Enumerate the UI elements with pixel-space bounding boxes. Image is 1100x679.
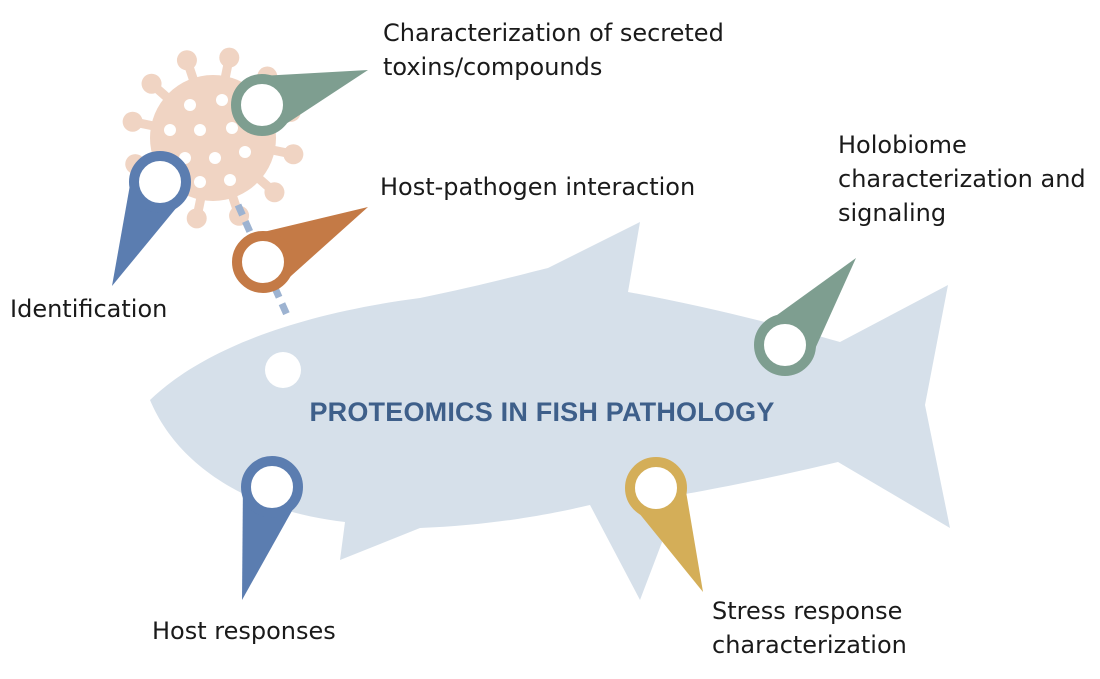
host-responses-pin-icon: [241, 456, 303, 600]
holobiome-pin-icon: [754, 258, 856, 376]
pin-ring: [129, 151, 191, 213]
pin-ring: [241, 456, 303, 518]
fish-body: [150, 222, 950, 600]
pin-ring: [625, 457, 687, 519]
virus-spike-knob: [186, 208, 207, 229]
label-host-pathogen: Host-pathogen interaction: [380, 170, 695, 204]
virus-spot: [194, 124, 206, 136]
virus-spot: [216, 94, 228, 106]
fish-eye: [265, 352, 301, 388]
pin-ring: [231, 74, 293, 136]
label-toxins: Characterization of secreted toxins/comp…: [383, 16, 724, 84]
label-holobiome: Holobiome characterization and signaling: [838, 128, 1086, 230]
virus-spike-knob: [283, 144, 304, 165]
diagram-title-text: PROTEOMICS IN FISH PATHOLOGY: [309, 397, 775, 427]
label-holobiome-line1: Holobiome: [838, 131, 967, 159]
label-host-responses-text: Host responses: [152, 617, 336, 645]
label-identification-text: Identification: [10, 295, 168, 323]
fish-silhouette: [150, 222, 950, 600]
pin-ring: [232, 231, 294, 293]
label-toxins-line2: toxins/compounds: [383, 53, 603, 81]
label-holobiome-line3: signaling: [838, 199, 947, 227]
host-pathogen-pin-icon: [232, 207, 368, 293]
diagram-title: PROTEOMICS IN FISH PATHOLOGY: [0, 397, 1100, 428]
virus-spot: [226, 122, 238, 134]
virus-spot: [239, 146, 251, 158]
label-holobiome-line2: characterization and: [838, 165, 1086, 193]
virus-spike-knob: [176, 50, 197, 71]
label-stress: Stress response characterization: [712, 594, 907, 662]
label-host-pathogen-text: Host-pathogen interaction: [380, 173, 696, 201]
pin-ring: [754, 314, 816, 376]
label-stress-line1: Stress response: [712, 597, 903, 625]
virus-spot: [224, 174, 236, 186]
virus-spike-knob: [264, 182, 285, 203]
virus-spot: [194, 176, 206, 188]
label-stress-line2: characterization: [712, 631, 907, 659]
identification-pin-icon: [112, 151, 191, 286]
label-identification: Identification: [10, 292, 167, 326]
virus-spike-knob: [141, 73, 162, 94]
stress-pin-icon: [625, 457, 703, 592]
label-toxins-line1: Characterization of secreted: [383, 19, 724, 47]
label-host-responses: Host responses: [152, 614, 336, 648]
virus-spot: [184, 99, 196, 111]
virus-spot: [209, 152, 221, 164]
virus-spike-knob: [122, 111, 143, 132]
virus-spike-knob: [219, 47, 240, 68]
toxins-pin-icon: [231, 70, 368, 136]
virus-spot: [164, 124, 176, 136]
